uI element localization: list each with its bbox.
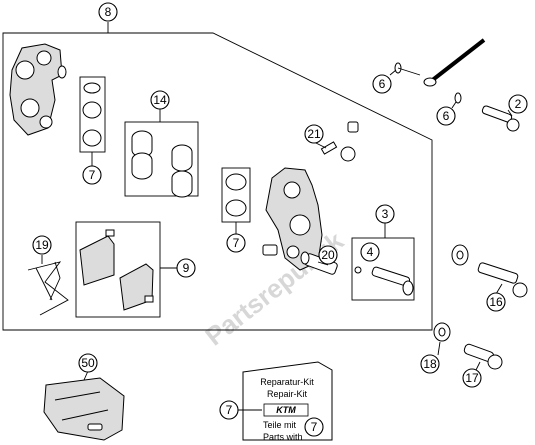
svg-text:20: 20: [321, 248, 335, 262]
svg-text:4: 4: [367, 245, 374, 259]
svg-text:6: 6: [443, 109, 450, 123]
kit-label-line4: Parts with: [263, 432, 303, 442]
callout-2: 2: [508, 94, 528, 114]
pistons-box-14: [124, 109, 199, 198]
leader-20: [317, 261, 329, 266]
watermark-text: Partsrepublik: [200, 225, 350, 351]
pin-kit-box-3: [351, 223, 415, 301]
pin-assembly-16: [451, 244, 528, 298]
kit-label-line3: Teile mit: [263, 420, 297, 430]
seal-kit-box-a: [79, 76, 106, 166]
caliper-body-center: [262, 167, 323, 271]
axle-assembly-upper: [394, 38, 520, 132]
callout-8: 8: [98, 2, 118, 22]
svg-text:6: 6: [379, 77, 386, 91]
bolt-17: [463, 343, 503, 370]
svg-text:16: 16: [489, 295, 503, 309]
brake-guard-50: [43, 370, 125, 441]
svg-text:8: 8: [105, 5, 112, 19]
leader-2: [507, 109, 513, 117]
svg-text:2: 2: [515, 97, 522, 111]
svg-text:50: 50: [81, 356, 95, 370]
guide-sleeve-20: [300, 251, 338, 275]
svg-text:21: 21: [307, 127, 321, 141]
leader-18: [437, 341, 441, 356]
callout-7a: 7: [82, 165, 102, 185]
callout-9: 9: [176, 258, 196, 278]
callout-3: 3: [375, 204, 395, 224]
callout-18: 18: [420, 354, 440, 374]
svg-text:14: 14: [153, 93, 167, 107]
callout-7d: 7: [304, 417, 324, 437]
svg-text:17: 17: [465, 371, 479, 385]
caliper-body-left: [9, 43, 67, 136]
svg-text:19: 19: [35, 238, 49, 252]
seal-kit-box-b: [221, 167, 251, 234]
callout-16: 16: [486, 292, 506, 312]
callout-6b: 6: [436, 106, 456, 126]
bleeder-valve-21: [313, 121, 359, 162]
svg-text:9: 9: [183, 261, 190, 275]
leader-16: [495, 283, 503, 295]
leader-6a: [389, 69, 397, 76]
callout-7b: 7: [226, 233, 246, 253]
callout-20: 20: [318, 245, 338, 265]
callout-6a: 6: [372, 74, 392, 94]
svg-text:7: 7: [89, 168, 96, 182]
callout-19: 19: [32, 235, 52, 255]
callout-17: 17: [462, 368, 482, 388]
svg-text:7: 7: [311, 420, 318, 434]
svg-text:18: 18: [423, 357, 437, 371]
svg-text:7: 7: [233, 236, 240, 250]
callout-50: 50: [78, 353, 98, 373]
kit-label-line1: Reparatur-Kit: [260, 377, 314, 387]
svg-text:3: 3: [382, 207, 389, 221]
callout-21: 21: [304, 124, 324, 144]
kit-label-line2: Repair-Kit: [267, 389, 308, 399]
brake-pads-box-9: [75, 221, 178, 318]
callout-7c: 7: [219, 400, 239, 420]
callout-4: 4: [360, 242, 380, 262]
leader-6b: [451, 101, 457, 109]
callout-14: 14: [150, 90, 170, 110]
washer-18: [433, 322, 451, 342]
kit-brand-logo: KTM: [276, 405, 296, 415]
assembly-frame-8: [2, 32, 433, 331]
svg-text:7: 7: [226, 403, 233, 417]
spring-clip-19: [27, 261, 69, 316]
leader-17: [475, 361, 481, 371]
